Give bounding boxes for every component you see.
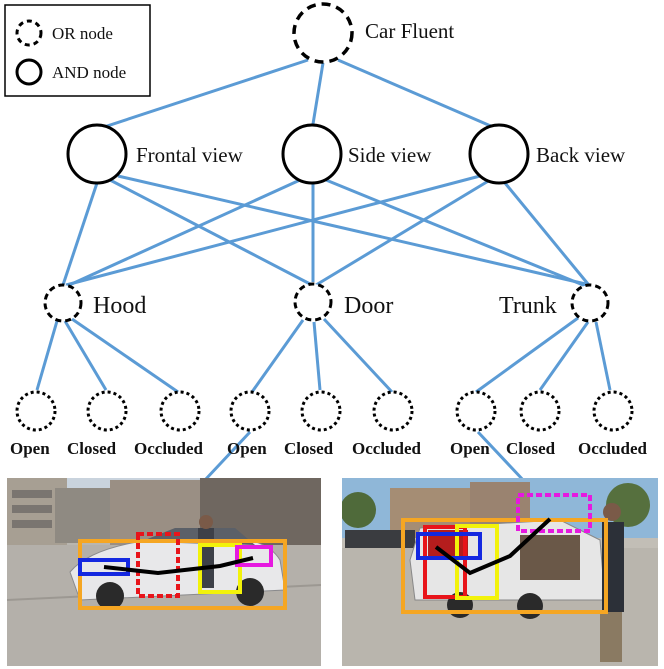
side-view-car-photo — [7, 478, 321, 666]
edge — [71, 317, 179, 394]
state-label: Occluded — [578, 439, 647, 458]
edge — [337, 58, 501, 132]
view-label-back: Back view — [536, 143, 626, 167]
state-node — [300, 390, 342, 432]
bbox-hood — [78, 558, 130, 576]
edge — [109, 178, 313, 287]
edge — [64, 178, 301, 289]
back-view-and-node — [468, 123, 530, 185]
state-node — [229, 390, 271, 432]
state-label: Occluded — [134, 439, 203, 458]
part-link-skeleton — [103, 556, 254, 576]
state-labels: Open Closed Occluded Open Closed Occlude… — [10, 439, 647, 458]
state-label: Closed — [284, 439, 334, 458]
edge — [35, 320, 59, 391]
edge — [311, 62, 325, 125]
state-label: Open — [227, 439, 267, 458]
root-label: Car Fluent — [365, 19, 454, 43]
edge — [322, 317, 394, 394]
state-node — [15, 390, 57, 432]
and-node-legend-icon — [15, 58, 43, 86]
edge — [250, 319, 305, 393]
legend-or-label: OR node — [52, 24, 113, 43]
state-node — [519, 390, 561, 432]
part-label-hood: Hood — [93, 293, 146, 319]
edge — [117, 174, 591, 287]
edge — [594, 321, 612, 391]
legend: OR node AND node — [4, 4, 151, 97]
door-or-node — [293, 282, 333, 322]
edge — [63, 320, 108, 391]
legend-and-label: AND node — [52, 63, 126, 82]
part-label-trunk: Trunk — [499, 293, 557, 319]
view-label-frontal: Frontal view — [136, 143, 244, 167]
state-node — [455, 390, 497, 432]
state-nodes — [15, 390, 634, 432]
or-node-legend-icon — [15, 19, 43, 47]
back-view-car-photo — [342, 478, 658, 666]
root-or-node — [292, 2, 354, 64]
view-label-side: Side view — [348, 143, 432, 167]
part-link-skeleton — [434, 517, 552, 576]
bbox-door — [423, 525, 467, 599]
edge — [315, 178, 491, 287]
state-label: Closed — [506, 439, 556, 458]
bbox-mirror — [235, 545, 273, 567]
edge — [65, 174, 481, 287]
state-label: Open — [450, 439, 490, 458]
edge — [538, 321, 590, 391]
state-node — [592, 390, 634, 432]
side-view-and-node — [281, 123, 343, 185]
bbox-whole-car — [401, 518, 608, 614]
bbox-door — [136, 532, 180, 598]
edge — [503, 182, 590, 285]
edge — [61, 182, 99, 286]
bbox-trunk — [516, 493, 592, 533]
edge — [325, 178, 589, 289]
trunk-or-node — [570, 283, 610, 323]
state-label: Occluded — [352, 439, 421, 458]
state-label: Open — [10, 439, 50, 458]
hood-or-node — [43, 283, 83, 323]
edge — [475, 316, 579, 394]
part-label-door: Door — [344, 293, 393, 319]
edge — [94, 58, 309, 132]
state-node — [86, 390, 128, 432]
state-label: Closed — [67, 439, 117, 458]
frontal-view-and-node — [66, 123, 128, 185]
state-node — [372, 390, 414, 432]
edge — [312, 321, 322, 391]
state-node — [159, 390, 201, 432]
